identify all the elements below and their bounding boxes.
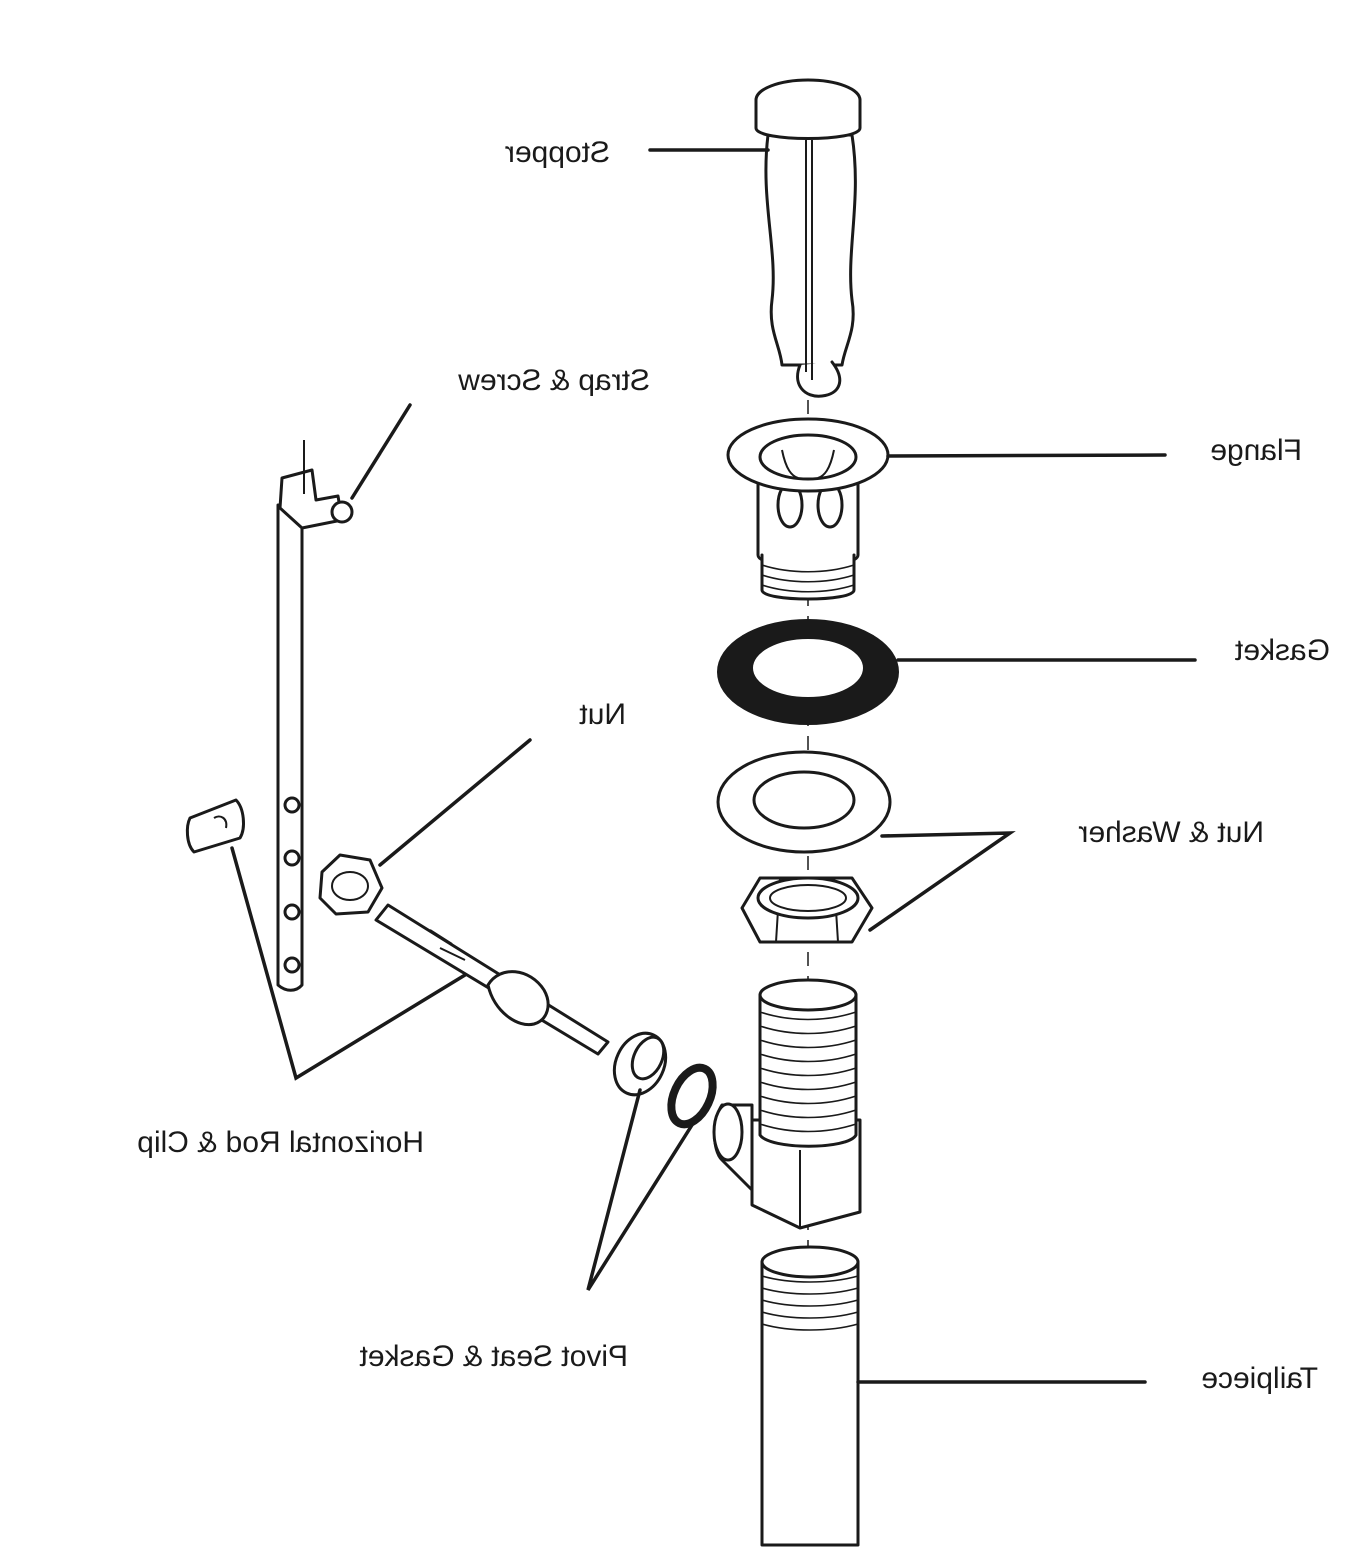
pivot-seat-part — [612, 1031, 668, 1097]
label-tailpiece: Tailpiece — [1201, 1362, 1318, 1395]
label-horizontal-rod-clip: Horizontal Rod & Clip — [137, 1126, 424, 1159]
labels: Stopper Strap & Screw Flange Gasket Nut … — [137, 136, 1330, 1395]
label-flange: Flange — [1210, 434, 1302, 467]
gasket-part — [717, 619, 899, 725]
leader-nut — [378, 738, 532, 867]
label-strap-screw: Strap & Screw — [458, 364, 650, 397]
label-gasket: Gasket — [1234, 634, 1330, 667]
leader-horizontal-rod-clip — [230, 846, 467, 1081]
label-nut-washer: Nut & Washer — [1078, 816, 1264, 849]
leader-pivot-seat-gasket — [586, 1088, 694, 1291]
tailpiece-part — [760, 1245, 860, 1547]
drain-body-part — [712, 978, 862, 1230]
leader-flange — [886, 453, 1167, 458]
leader-lines — [230, 148, 1197, 1384]
pivot-gasket-part — [667, 1063, 717, 1129]
rod-nut-part — [318, 853, 384, 916]
label-nut: Nut — [579, 698, 626, 731]
label-stopper: Stopper — [505, 136, 610, 169]
horizontal-rod-part — [185, 798, 610, 1056]
stopper-part — [754, 78, 862, 398]
flange-part — [726, 417, 890, 601]
label-pivot-seat-gasket: Pivot Seat & Gasket — [359, 1340, 628, 1373]
leader-nut-washer — [868, 831, 1016, 932]
washer-part — [716, 750, 892, 854]
leader-strap-screw — [350, 403, 412, 500]
strap-part — [276, 440, 354, 992]
lock-nut-part — [740, 876, 874, 944]
